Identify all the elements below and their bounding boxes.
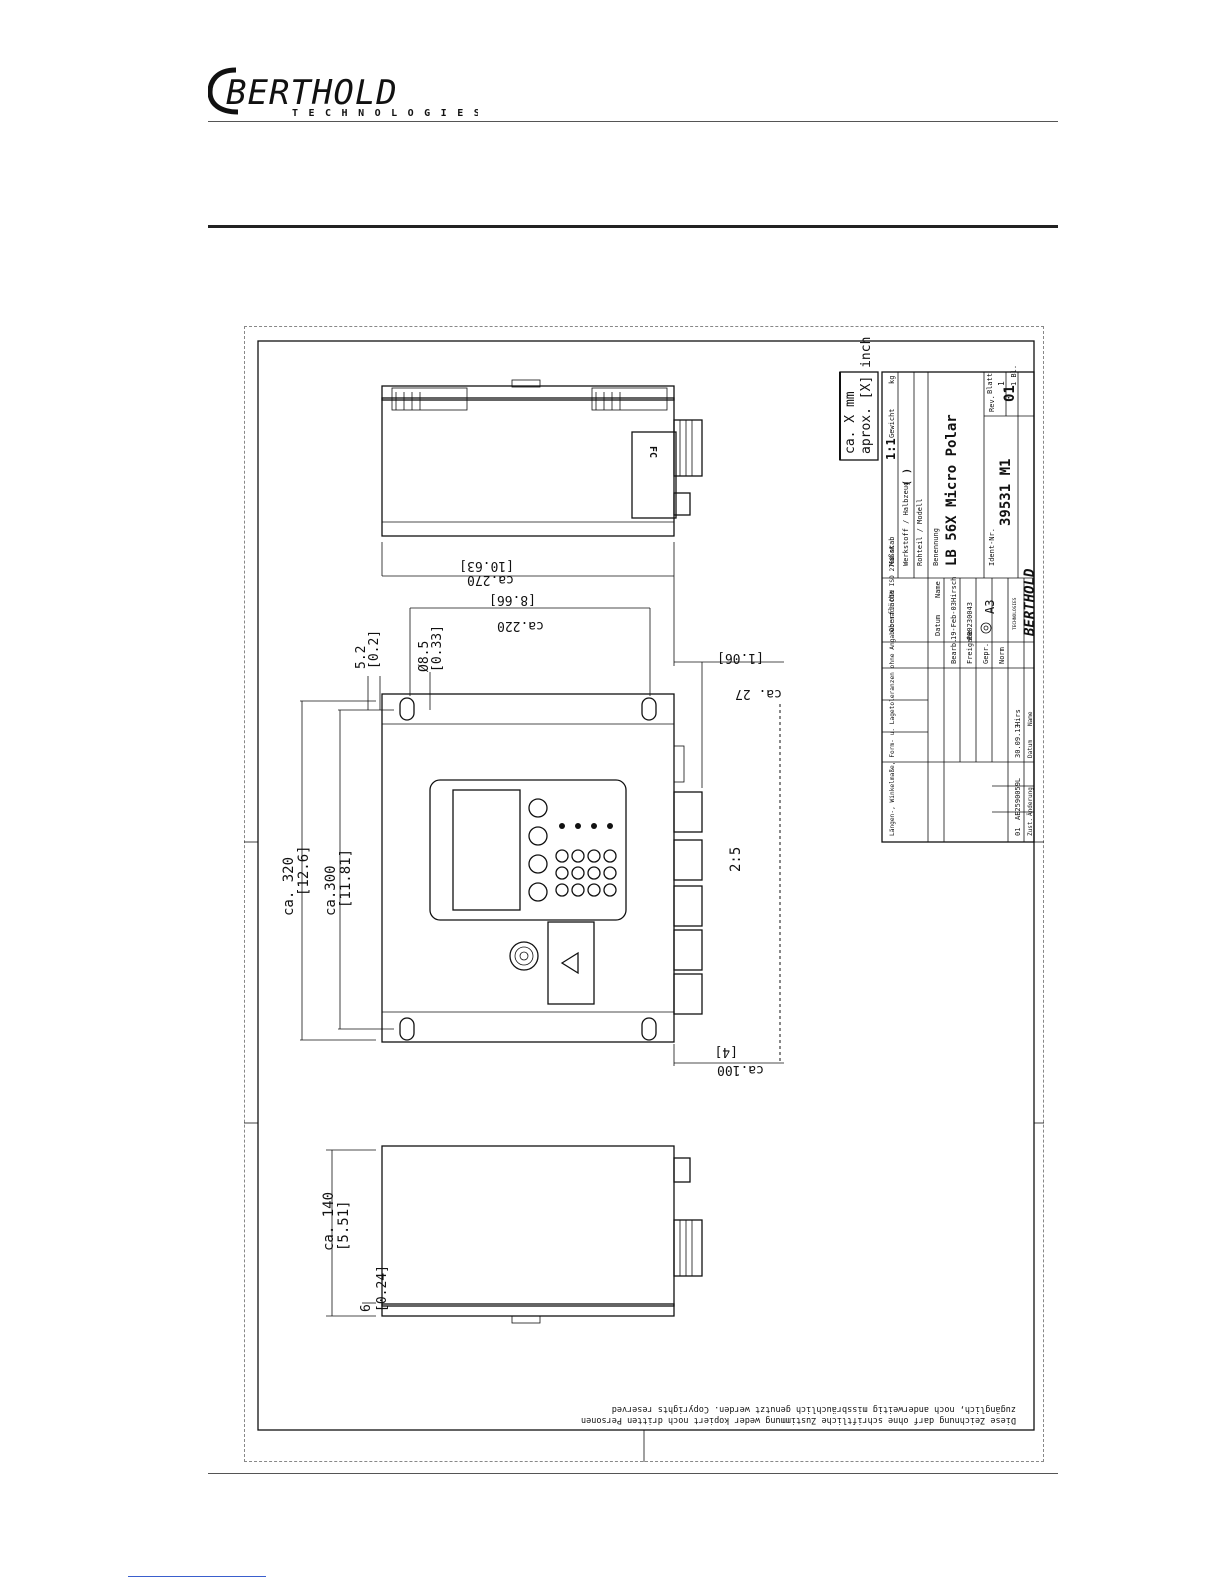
tb-date-label: Datum	[934, 615, 942, 636]
tb-norm-label: Norm	[998, 647, 1006, 664]
tb-checked-label: Gepr.	[982, 643, 990, 664]
dim-height-in: [12.6]	[296, 845, 312, 896]
side-view-top: FC	[381, 379, 703, 537]
tb-drawn-label: Bearb.	[950, 639, 958, 664]
dim-width-in: [10.63]	[459, 558, 514, 573]
tb-scale-label: Maßstab	[888, 536, 896, 566]
copyright-line-2: zugänglich, noch anderweitig missbräuchl…	[612, 1404, 1016, 1414]
tb-drawing-no: 39531 M1	[998, 459, 1014, 526]
tb-rev-row-date: 30.09.13	[1014, 724, 1022, 758]
tb-rev-row-name: Hirs	[1014, 709, 1022, 726]
tb-drawn-name: Hirsch	[950, 577, 958, 602]
tb-name-label: Name	[934, 581, 942, 598]
warning-label	[547, 921, 595, 1005]
tb-rev-row-change: AE2590059L	[1014, 778, 1022, 820]
dim-slot-mm: 5.2	[354, 646, 369, 669]
tb-release-no: FB0230043	[966, 602, 974, 640]
dim-holes-mm: ca.220	[497, 618, 544, 633]
dim-clearance-mm: ca.100	[717, 1062, 764, 1077]
side-view-bottom	[381, 1145, 703, 1324]
dim-gland-in: [1.06]	[717, 650, 764, 665]
dim-hole-dia-in: [0.33]	[430, 625, 445, 672]
tb-surface-label: Oberfläche	[888, 590, 896, 632]
tb-rev-col-change: Änderung	[1027, 787, 1034, 816]
tb-designation: LB 56X Micro Polar	[944, 414, 960, 566]
section-rule	[208, 225, 1058, 228]
dim-hole-dia-mm: Ø8.5	[417, 641, 432, 672]
tb-rev-label: Rev.	[988, 395, 996, 412]
title-block: Maßstab 1:1 Gewicht kg Werkstoff / Halbz…	[881, 365, 1038, 843]
tb-brand-sub: TECHNOLOGIES	[1012, 597, 1018, 630]
tb-material-label: Werkstoff / Halbzeug	[902, 482, 910, 566]
dim-gland-mm: ca. 27	[735, 686, 782, 701]
copyright-line-1: Diese Zeichnung darf ohne schriftliche Z…	[581, 1415, 1016, 1425]
footer-link-underline	[128, 1576, 266, 1577]
front-view	[381, 693, 703, 1043]
tb-material-value: ( )	[902, 468, 913, 486]
header-rule	[208, 121, 1058, 122]
tb-revision: 01	[1002, 385, 1018, 402]
dim-depth-in: [5.51]	[336, 1200, 352, 1251]
dim-plate-mm: 6	[359, 1304, 374, 1312]
tb-rev-row-index: 01	[1014, 828, 1022, 836]
tb-drawing-no-label: Ident-Nr.	[988, 528, 996, 566]
tb-release-label: Freigabe	[966, 630, 974, 664]
berthold-logo: BERTHOLD TECHNOLOGIES	[208, 67, 478, 119]
tb-rev-col-name: Name	[1027, 711, 1034, 726]
tb-weight-unit: kg	[888, 376, 896, 384]
fcc-mark: FC	[647, 446, 658, 458]
tb-rev-col-zust: Zust.	[1027, 818, 1034, 836]
tb-scale: 1:1	[884, 438, 898, 460]
footer-rule	[208, 1473, 1058, 1474]
units-line-1: ca. X mm	[843, 391, 858, 454]
dim-height-mm: ca. 320	[281, 857, 297, 916]
tb-weight-label: Gewicht	[888, 408, 896, 438]
dim-hole-height-mm: ca.300	[323, 865, 339, 916]
lcd-screen	[452, 789, 521, 911]
scale-note: 2:5	[728, 847, 744, 872]
dim-width-mm: ca.270	[467, 572, 514, 587]
tb-sheets: 1 Bl.	[1010, 365, 1018, 386]
technical-drawing: FC [10.63] ca.270 [8.66] ca.220 5.2 [0.2…	[244, 337, 1044, 1462]
logo-sub-text: TECHNOLOGIES	[292, 108, 478, 119]
dim-slot-in: [0.2]	[367, 630, 382, 669]
display-panel	[429, 779, 627, 921]
tb-designation-label: Benennung	[932, 528, 940, 566]
tb-format: A3	[983, 600, 997, 614]
drawing-inner-frame	[257, 340, 1035, 1431]
tb-brand: BERTHOLD	[1022, 569, 1038, 637]
logo-brand-text: BERTHOLD	[226, 73, 398, 113]
dim-depth-mm: ca. 140	[321, 1192, 337, 1251]
tb-semi-label: Rohteil / Modell	[916, 499, 924, 566]
tb-rev-col-date: Datum	[1027, 740, 1034, 758]
dim-clearance-in: [4]	[715, 1044, 738, 1059]
dim-plate-in: [0.24]	[375, 1265, 390, 1312]
tb-sheet: 1	[997, 381, 1006, 386]
projection-symbol-icon	[980, 622, 992, 634]
dim-holes-in: [8.66]	[489, 592, 536, 607]
tb-sheet-label: Blatt	[986, 373, 994, 394]
tb-drawn-date: 19-Feb-03	[950, 602, 958, 640]
units-box: ca. X mm aprox. [X] inch	[839, 337, 879, 461]
units-line-2: aprox. [X] inch	[859, 337, 874, 454]
tb-tolerance-text: Längen-, Winkelmaße, Form- u. Lagetolera…	[889, 545, 896, 836]
dim-hole-height-in: [11.81]	[338, 849, 354, 908]
